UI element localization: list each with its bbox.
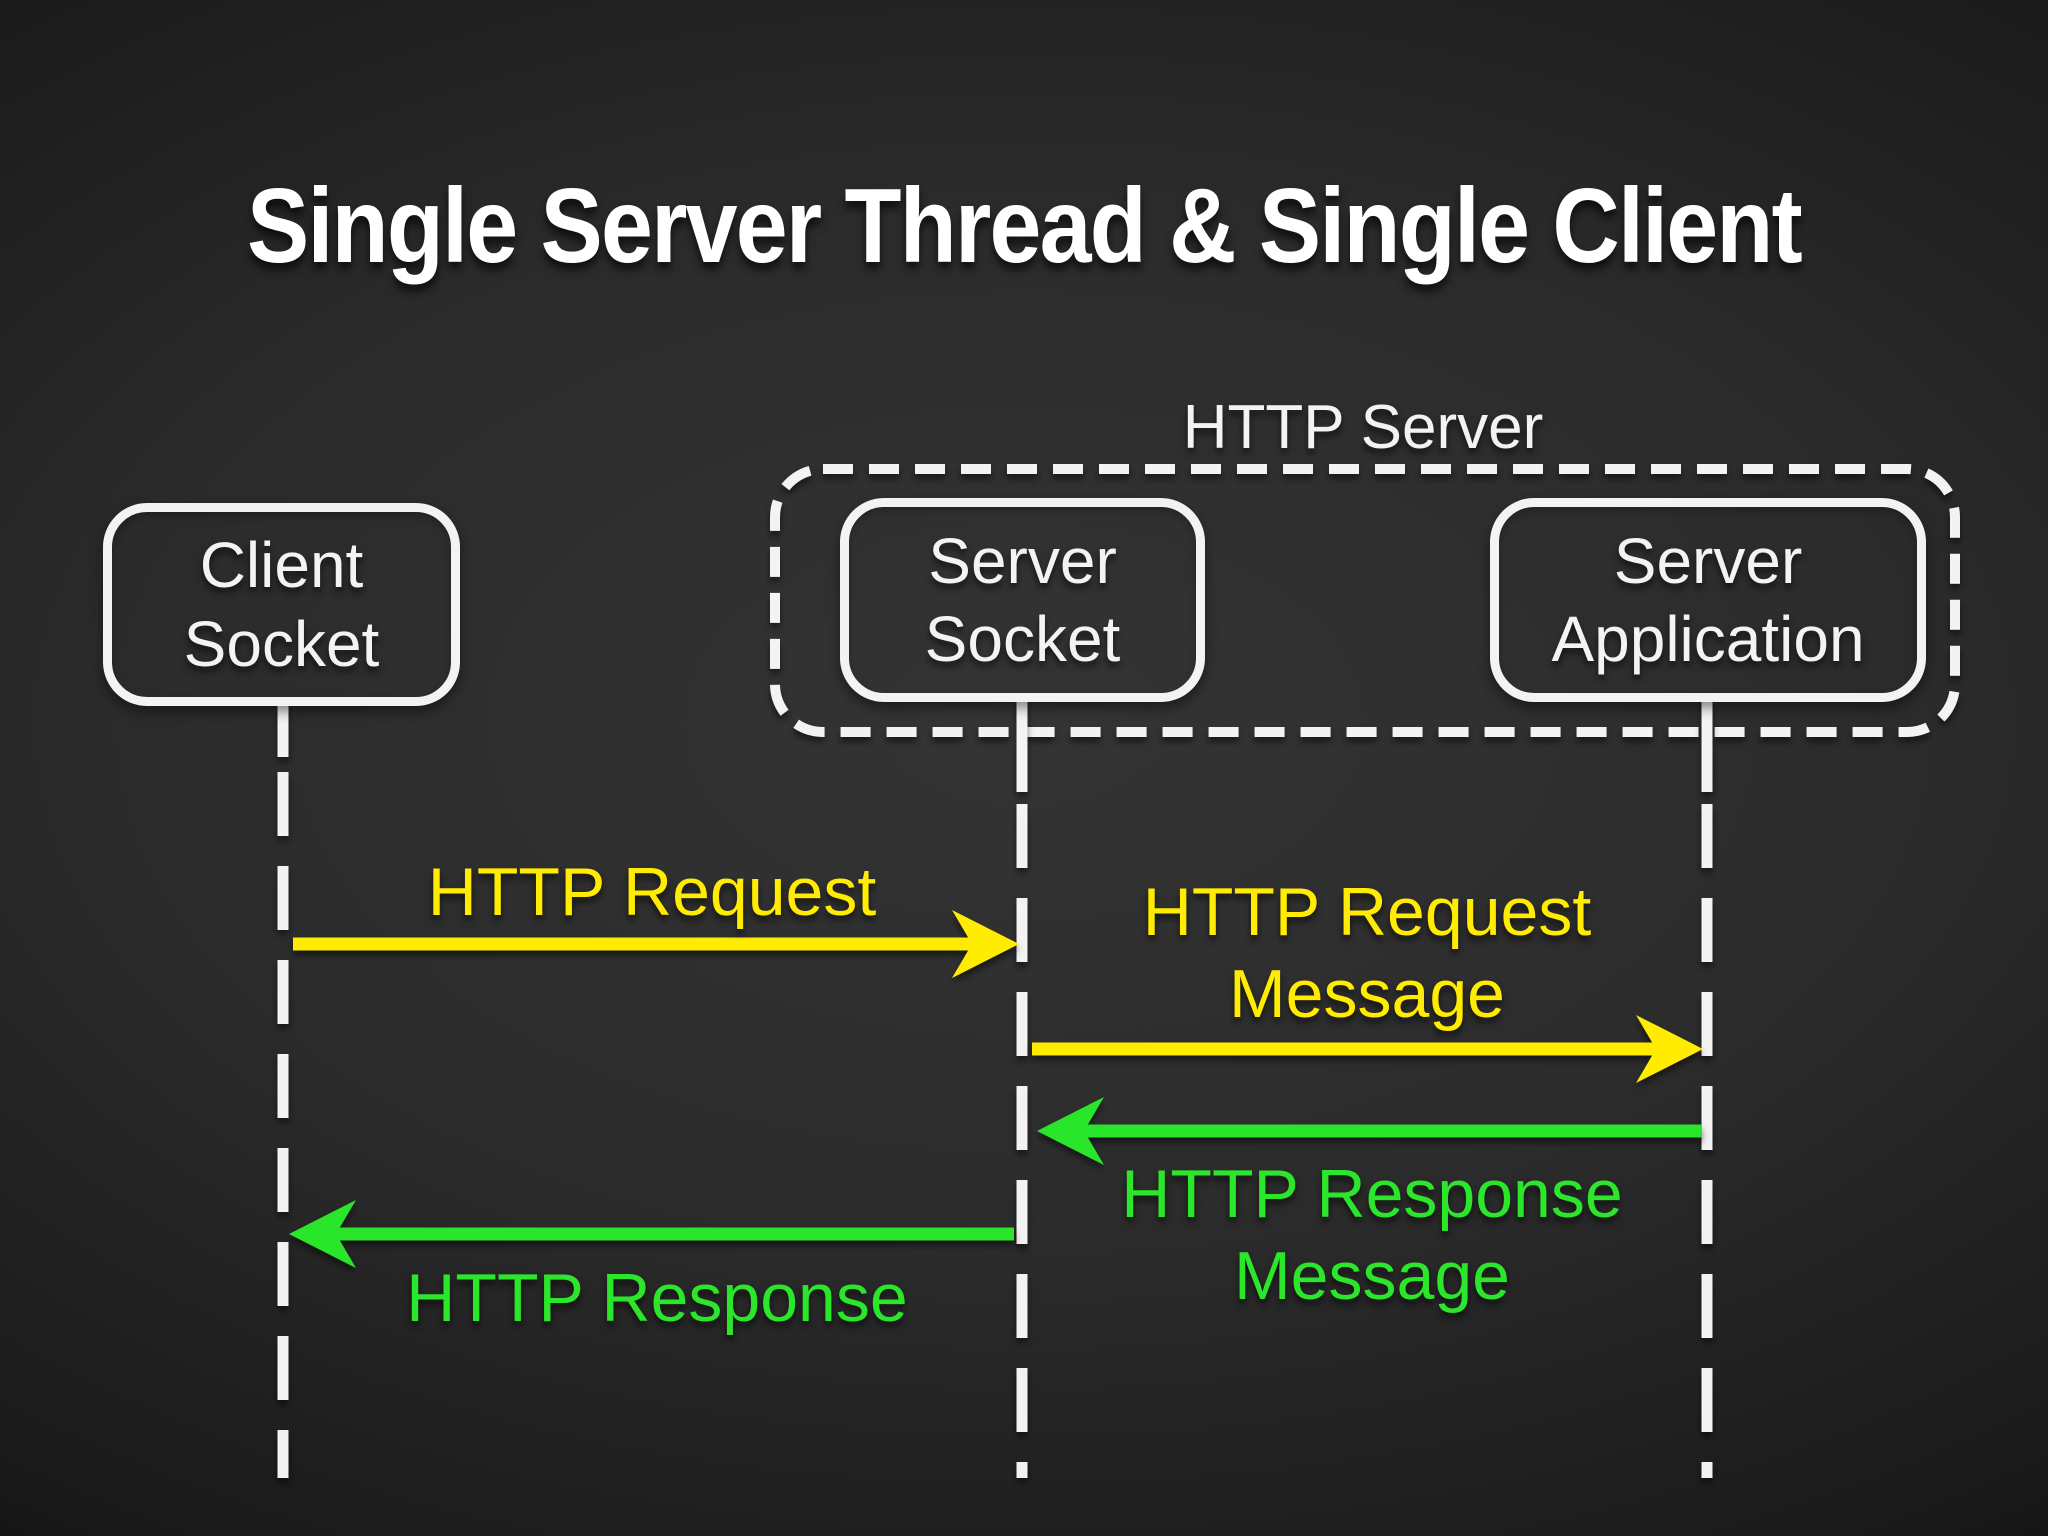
message-label-http-request-message: HTTP Request Message <box>1142 874 1592 1032</box>
message-label-http-request: HTTP Request <box>427 854 877 930</box>
arrow-http-response-message-head <box>1037 1097 1104 1165</box>
lifelines <box>277 698 1713 1478</box>
arrow-http-request-head <box>952 910 1019 978</box>
message-label-http-response-message: HTTP Response Message <box>1121 1156 1623 1314</box>
http-server-group-outline <box>770 464 1960 737</box>
arrow-http-request-message-head <box>1636 1015 1703 1083</box>
actor-box-server-application: Server Application <box>1490 498 1926 702</box>
arrow-http-request-message <box>1032 1015 1703 1083</box>
arrow-http-response-message <box>1037 1097 1702 1165</box>
arrow-http-response <box>289 1200 1014 1268</box>
slide-title: Single Server Thread & Single Client <box>247 167 1803 285</box>
http-server-group-label: HTTP Server <box>1182 393 1544 462</box>
actor-box-server-socket: Server Socket <box>840 498 1205 702</box>
actor-box-client-socket: Client Socket <box>103 503 460 706</box>
actor-label-server-application: Server Application <box>1551 524 1865 675</box>
arrow-http-request <box>293 910 1019 978</box>
message-label-http-response: HTTP Response <box>406 1260 908 1336</box>
actor-label-server-socket: Server Socket <box>924 524 1121 675</box>
actor-label-client-socket: Client Socket <box>183 529 380 680</box>
arrow-http-response-head <box>289 1200 356 1268</box>
